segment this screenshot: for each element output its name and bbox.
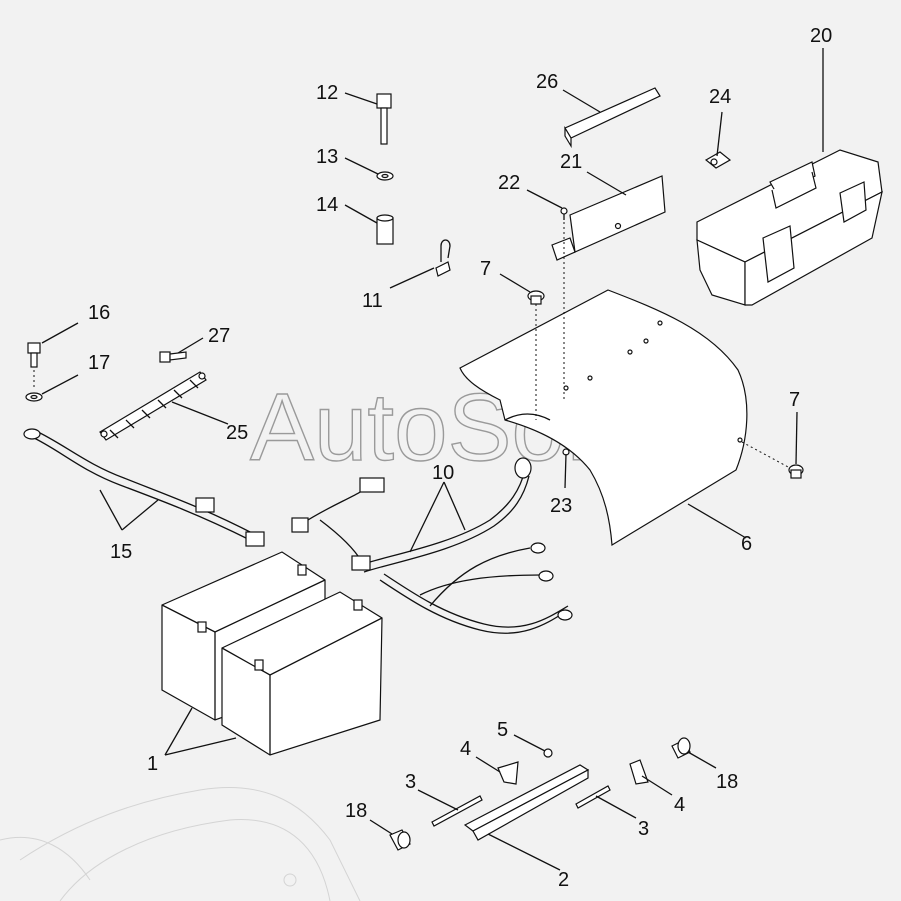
part-5-nut (543, 748, 553, 758)
callout-23: 23 (550, 495, 572, 517)
callout-20: 20 (810, 25, 832, 47)
callout-7-right: 7 (789, 389, 800, 411)
part-3-rod-left (431, 795, 483, 827)
callout-12: 12 (316, 82, 338, 104)
part-6-battery-cover (459, 289, 748, 547)
callout-24: 24 (709, 86, 731, 108)
part-10-wire-harness (291, 457, 573, 634)
part-16-bolt (27, 342, 41, 368)
background-engine-outline (0, 786, 361, 901)
part-17-washer (25, 392, 43, 402)
callout-14: 14 (316, 194, 338, 216)
part-11-clip (435, 239, 451, 277)
part-14-spacer (376, 214, 394, 245)
callout-21: 21 (560, 151, 582, 173)
part-7-grommet-right (788, 464, 804, 479)
part-1-batteries (161, 551, 383, 756)
callout-22: 22 (498, 172, 520, 194)
callout-11: 11 (362, 290, 383, 312)
part-24-latch (704, 151, 732, 169)
callout-17: 17 (88, 352, 110, 374)
callout-16: 16 (88, 302, 110, 324)
part-18-plug-right (671, 737, 691, 759)
part-26-strap (564, 87, 661, 149)
part-4-clip-right (629, 759, 649, 785)
callout-4-left: 4 (460, 738, 471, 760)
part-7-grommet-top (527, 290, 545, 305)
leader-lines (41, 48, 824, 871)
part-15-battery-cable (23, 428, 265, 547)
callout-7-top: 7 (480, 258, 491, 280)
part-4-clip-left (497, 761, 519, 785)
callout-13: 13 (316, 146, 338, 168)
part-13-washer (376, 171, 394, 181)
callout-5: 5 (497, 719, 508, 741)
callout-10: 10 (432, 462, 454, 484)
part-21-bracket (551, 175, 666, 261)
callout-25: 25 (226, 422, 248, 444)
callout-18-right: 18 (716, 771, 738, 793)
callout-26: 26 (536, 71, 558, 93)
callout-3-right: 3 (638, 818, 649, 840)
part-18-plug-left (389, 829, 411, 851)
callout-2: 2 (558, 869, 569, 891)
part-25-ground-strap (99, 371, 207, 441)
callout-15: 15 (110, 541, 132, 563)
callout-4-right: 4 (674, 794, 685, 816)
part-2-hold-down-bar (463, 764, 590, 841)
part-22-screw (560, 207, 568, 220)
callout-3-left: 3 (405, 771, 416, 793)
part-12-bolt (376, 93, 392, 145)
callout-6: 6 (741, 533, 752, 555)
part-toolbox (696, 149, 883, 306)
callout-1: 1 (147, 753, 158, 775)
callout-27: 27 (208, 325, 230, 347)
part-27-bolt (159, 351, 187, 363)
part-3-rod-right (575, 785, 611, 809)
callout-18-left: 18 (345, 800, 367, 822)
